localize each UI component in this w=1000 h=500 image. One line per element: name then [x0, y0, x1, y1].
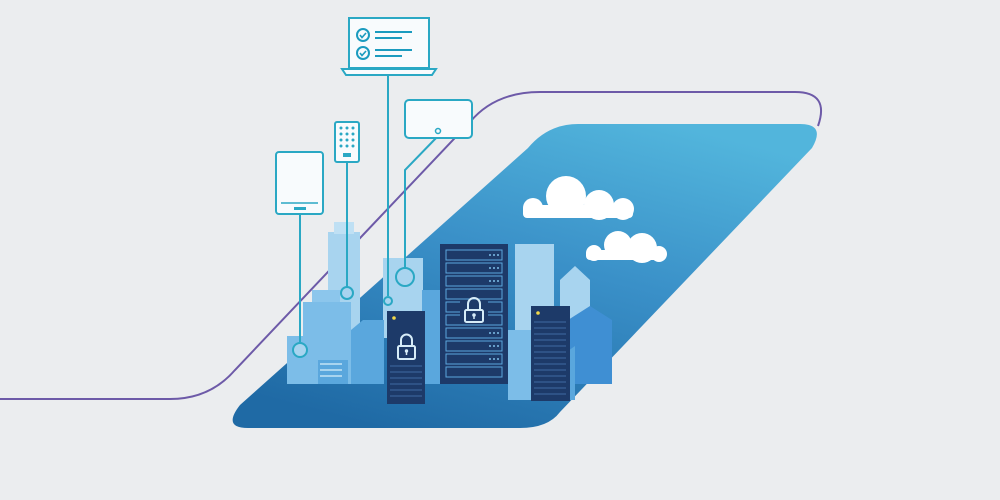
padlock-icon [397, 333, 416, 360]
network-curve-line [0, 91, 823, 400]
padlock-icon [460, 297, 488, 324]
cloud-icon [586, 231, 667, 263]
server-rack-icon [531, 306, 570, 401]
tablet-portrait-icon [275, 151, 324, 215]
server-rack-icon [387, 311, 425, 404]
laptop-checklist-icon [340, 17, 438, 76]
cloud-icon [523, 176, 634, 220]
tablet-landscape-icon [404, 99, 473, 139]
connector-node [292, 267, 415, 358]
keypad-phone-icon [334, 121, 360, 163]
device-connector-lines [299, 76, 439, 342]
